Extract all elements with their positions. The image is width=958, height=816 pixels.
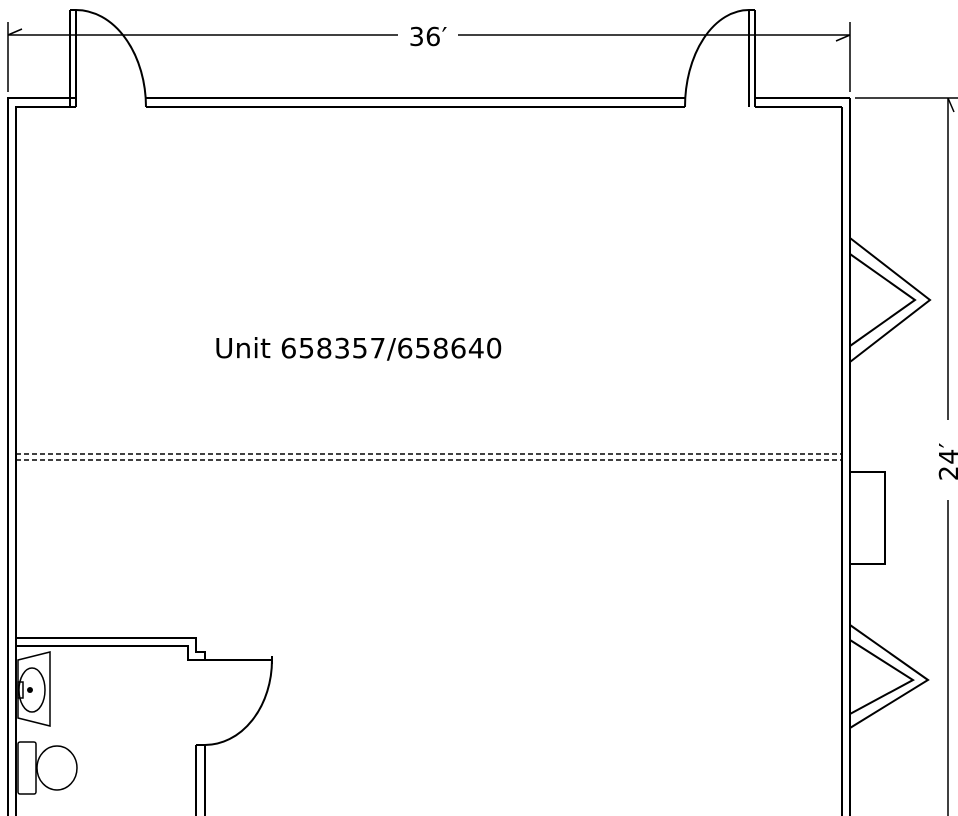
exterior-walls [7,97,851,816]
unit-label: Unit 658357/658640 [214,332,503,365]
restroom-door-swing [204,659,273,746]
entry-door-left [69,9,147,108]
side-window [849,471,886,565]
sink-icon [17,651,51,727]
marriage-line [16,453,842,461]
bay-window-upper [849,237,932,363]
width-dimension-label: 36′ [409,23,448,53]
depth-dimension-label: 24′ [935,442,958,481]
toilet-icon [17,741,78,795]
width-dimension: 36′ [7,22,851,92]
depth-dimension: 24′ [855,97,958,816]
restroom [16,637,273,816]
entry-door-right [684,9,756,108]
bay-window-lower [849,624,930,729]
